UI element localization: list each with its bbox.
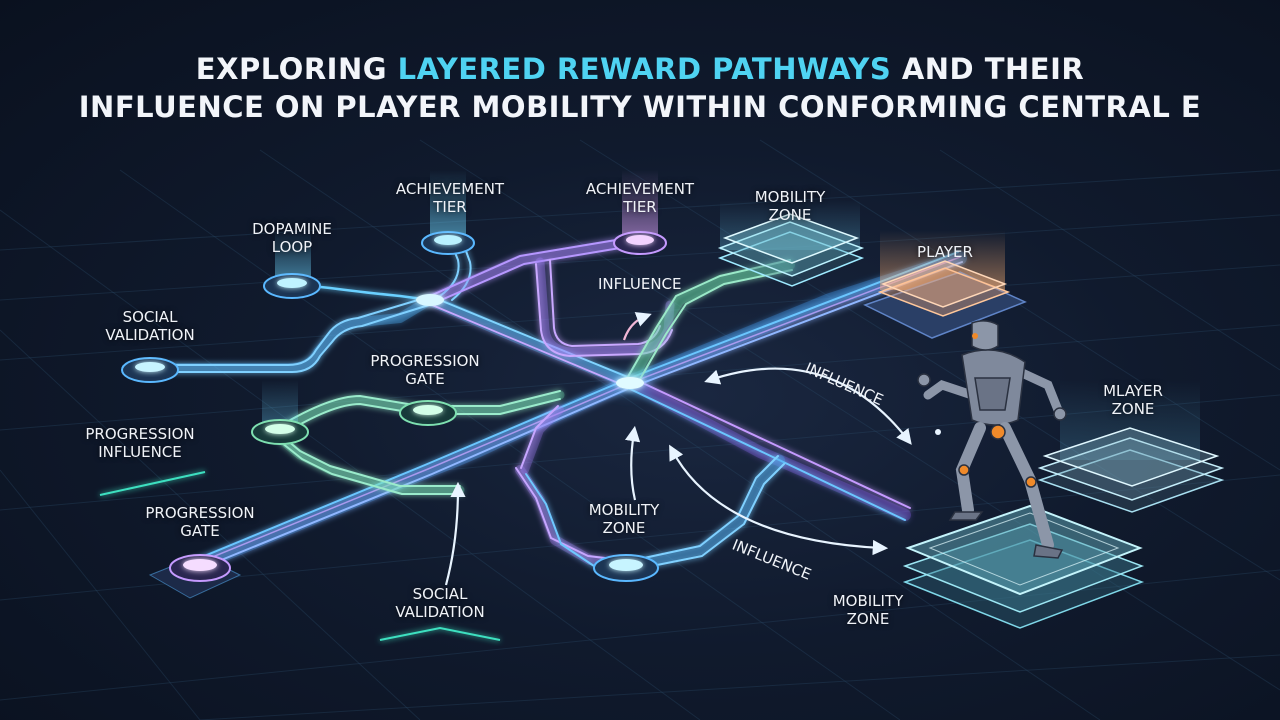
node-hub-center [608,374,652,392]
platform-player [863,230,1027,339]
social-validation-glow [379,626,501,641]
label-line: TIER [433,198,467,216]
page-title-line-1: EXPLORING LAYERED REWARD PATHWAYS AND TH… [0,52,1280,86]
node-progression-gate-bottom [148,554,242,599]
platform-mobility-zone-bottom [902,504,1145,629]
label-line: ZONE [602,519,646,537]
label-line: TIER [623,198,657,216]
progression-influence-line [99,471,206,496]
label-line: ZONE [846,610,890,628]
green-pathway-top [625,259,795,388]
label-progression-gate-bottom: PROGRESSION GATE [145,504,254,540]
label-line: SOCIAL [122,308,178,326]
label-line: MOBILITY [754,188,826,206]
page-title-line-2: INFLUENCE ON PLAYER MOBILITY WITHIN CONF… [78,90,1202,124]
label-line: PLAYER [917,243,973,261]
node-achievement-tier-2 [613,170,667,255]
label-mobility-zone-center: MOBILITY ZONE [589,501,660,537]
label-mobility-zone-top: MOBILITY ZONE [755,188,826,224]
node-progression-left [251,380,309,445]
node-progression-gate-center [399,400,457,426]
platform-mobility-zone-top [717,200,865,287]
influence-arrows [444,312,912,586]
main-pathway-band [183,251,967,575]
label-social-validation-left: SOCIAL VALIDATION [105,308,194,344]
arrow-icon [624,425,641,501]
node-dopamine-loop [263,230,321,299]
node-social-validation-left [121,357,179,383]
small-dot [935,429,941,435]
label-line: GATE [180,522,220,540]
label-line: ACHIEVEMENT [585,180,695,198]
label-player: PLAYER [917,243,973,261]
label-achievement-tier-2: ACHIEVEMENT TIER [586,180,694,216]
label-mobility-zone-bottom: MOBILITY ZONE [833,592,904,628]
label-line: PROGRESSION [370,352,480,370]
label-line: PROGRESSION [145,504,255,522]
label-line: VALIDATION [105,326,195,344]
label-line: DOPAMINE [252,220,332,238]
arrow-icon [622,312,652,341]
node-achievement-tier-1 [421,170,475,255]
arrow-icon [444,481,466,586]
arrow-icon [669,444,889,556]
title-text: AND THEIR [891,52,1085,86]
label-line: PROGRESSION [85,425,195,443]
label-mlayer-zone: MLAYER ZONE [1103,382,1163,418]
label-line: ZONE [1111,400,1155,418]
node-hub-upper [416,294,444,306]
label-line: SOCIAL [412,585,468,603]
label-progression-influence: PROGRESSION INFLUENCE [85,425,194,461]
robot-figure-icon [917,320,1067,559]
label-achievement-tier-1: ACHIEVEMENT TIER [396,180,504,216]
nodes [121,170,667,599]
label-line: ACHIEVEMENT [395,180,505,198]
platform-mlayer-zone [1037,380,1225,513]
label-line: GATE [405,370,445,388]
label-progression-gate-center: PROGRESSION GATE [370,352,479,388]
label-social-validation-bottom: SOCIAL VALIDATION [395,585,484,621]
label-line: LOOP [271,238,313,256]
label-line: VALIDATION [395,603,485,621]
label-line: INFLUENCE [98,443,182,461]
arrow-icon [704,367,912,445]
label-dopamine-loop: DOPAMINE LOOP [252,220,332,256]
influence-label: INFLUENCE [598,275,682,293]
title-text: EXPLORING [195,52,398,86]
label-line: MOBILITY [832,592,904,610]
label-line: MOBILITY [588,501,660,519]
upper-left-network [145,235,645,389]
label-line: MLAYER [1103,382,1163,400]
node-mobility-zone-center [593,554,659,582]
title-accent-text: LAYERED REWARD PATHWAYS [397,52,892,86]
label-line: ZONE [768,206,812,224]
